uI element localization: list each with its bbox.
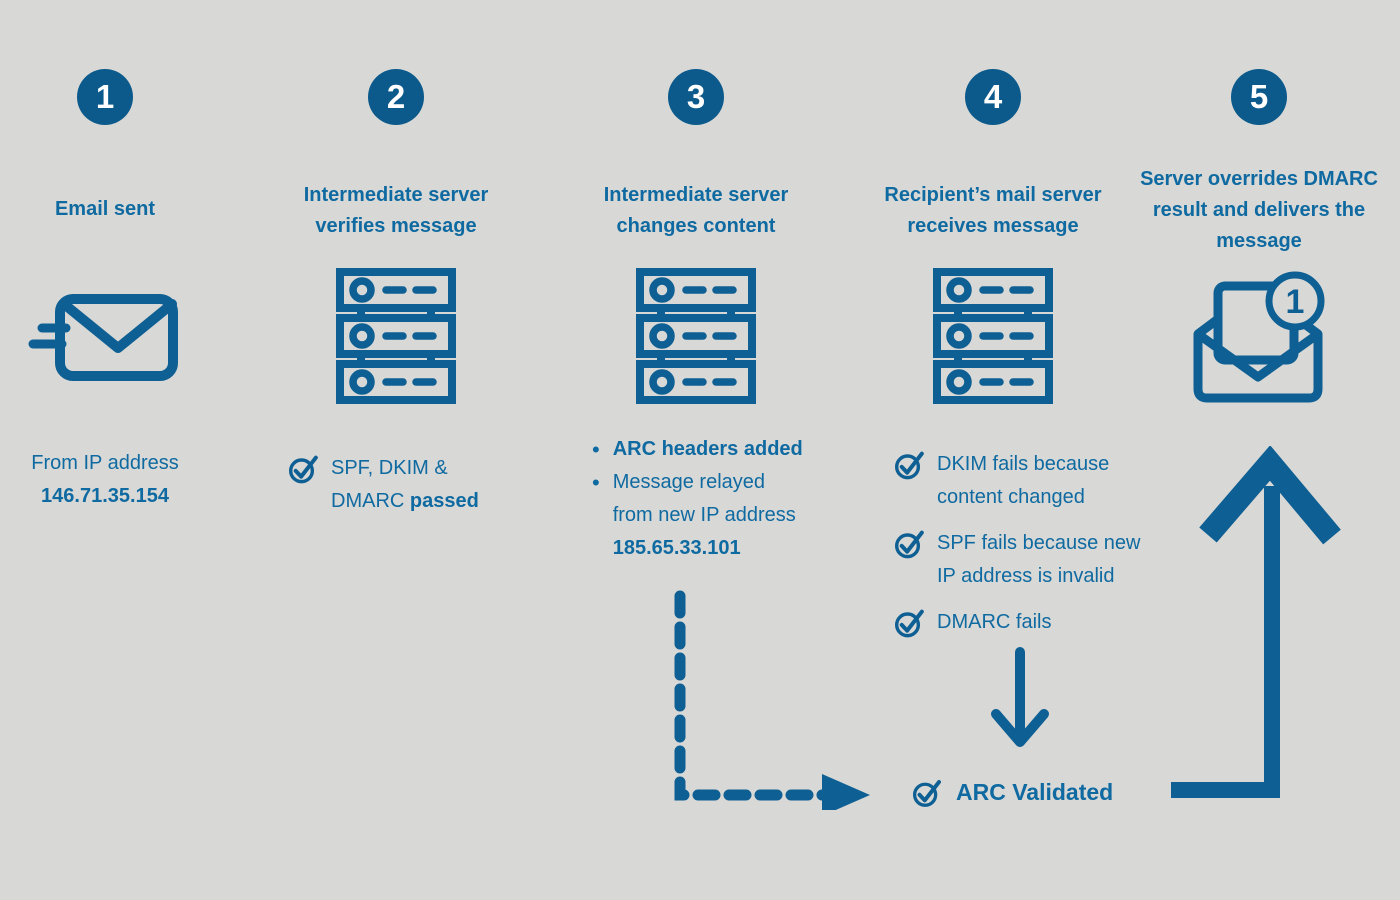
dkim-fails-line2: content changed	[937, 486, 1085, 508]
up-arrow-arc-to-step5	[1171, 446, 1341, 798]
arc-headers-added-label: ARC headers added	[612, 438, 803, 460]
step-5-number-label: 5	[1249, 78, 1269, 115]
arc-validated-status: ARC Validated	[912, 777, 1113, 808]
check-item-spf-fails: SPF fails because new IP address is inva…	[894, 527, 1164, 593]
bullet-icon: •	[592, 437, 600, 462]
message-relayed-line2: from new IP address	[612, 504, 796, 526]
step-4-number: 4	[965, 69, 1021, 125]
server-stack-icon	[336, 268, 456, 404]
step-3-number: 3	[668, 69, 724, 125]
notification-count: 1	[1286, 283, 1305, 321]
step-1-number-label: 1	[95, 78, 115, 115]
dkim-fails-text: DKIM fails because content changed	[937, 448, 1109, 514]
spf-fails-text: SPF fails because new IP address is inva…	[937, 527, 1140, 593]
bullet-icon: •	[592, 470, 600, 495]
circled-checkmark-icon	[288, 453, 322, 484]
arc-validated-label: ARC Validated	[956, 779, 1114, 805]
step-5-title: Server overrides DMARC result and delive…	[1140, 168, 1378, 252]
circled-checkmark-icon	[912, 777, 945, 808]
step-2-title: Intermediate server verifies message	[303, 184, 489, 237]
message-relayed-text: Message relayed from new IP address 185.…	[613, 466, 796, 565]
dmarc-fails-label: DMARC fails	[937, 611, 1052, 633]
step-2-check-text: SPF, DKIM & DMARC passed	[331, 452, 479, 518]
message-relayed-line1: Message relayed	[612, 471, 766, 493]
dkim-fails-line1: DKIM fails because	[937, 453, 1110, 475]
step-1-number: 1	[77, 69, 133, 125]
spf-fails-line1: SPF fails because new	[937, 532, 1141, 554]
down-arrow-step4-to-arc	[991, 647, 1049, 747]
sender-ip-address: 146.71.35.154	[41, 485, 169, 507]
passed-label: passed	[409, 490, 479, 512]
open-envelope-notification-icon: 1	[1193, 271, 1325, 403]
step-1-detail: From IP address 146.71.35.154	[10, 447, 200, 513]
from-ip-label: From IP address	[31, 452, 179, 474]
circled-checkmark-icon	[894, 528, 928, 559]
server-stack-icon	[933, 268, 1053, 404]
check-item-dkim-fails: DKIM fails because content changed	[894, 448, 1164, 514]
dashed-arrow-step3-to-arc	[674, 590, 870, 810]
step-3-title: Intermediate server changes content	[603, 184, 789, 237]
step-3-bullet-list: • ARC headers added • Message relayed fr…	[592, 433, 822, 565]
server-stack-icon	[636, 268, 756, 404]
sent-envelope-icon	[28, 294, 178, 381]
check-item-dmarc-fails: DMARC fails	[894, 606, 1164, 639]
step-4-check-list: DKIM fails because content changed SPF f…	[894, 448, 1164, 652]
step-2-number: 2	[368, 69, 424, 125]
step-5-number: 5	[1231, 69, 1287, 125]
step-2-number-label: 2	[386, 78, 406, 115]
circled-checkmark-icon	[894, 607, 928, 638]
spf-dkim-label: SPF, DKIM &	[331, 457, 448, 479]
step-2-check-item: SPF, DKIM & DMARC passed	[288, 452, 508, 518]
step-3-number-label: 3	[686, 78, 706, 115]
relay-ip-address: 185.65.33.101	[612, 537, 741, 559]
bullet-item-arc-headers: • ARC headers added	[592, 433, 822, 466]
spf-fails-line2: IP address is invalid	[937, 565, 1115, 587]
step-1-title: Email sent	[54, 198, 156, 220]
step-4-number-label: 4	[983, 78, 1003, 115]
circled-checkmark-icon	[894, 449, 928, 480]
step-4-title: Recipient’s mail server receives message	[884, 184, 1102, 237]
dmarc-label: DMARC	[331, 490, 410, 512]
bullet-item-message-relayed: • Message relayed from new IP address 18…	[592, 466, 822, 565]
